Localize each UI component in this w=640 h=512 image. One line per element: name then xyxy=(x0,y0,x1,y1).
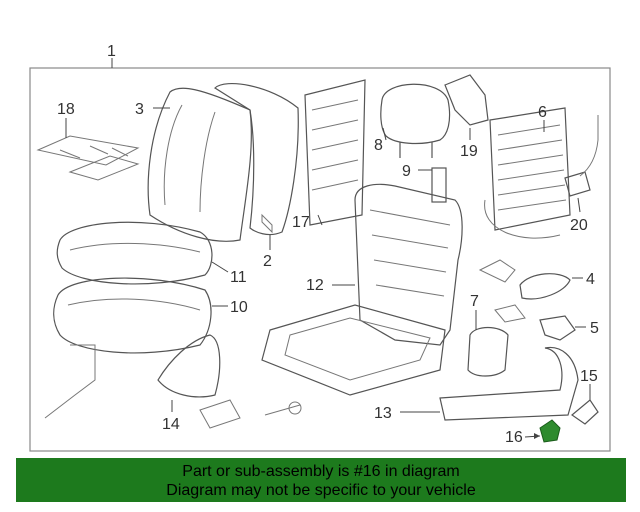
part-4-cover[interactable] xyxy=(519,273,583,300)
part-2-seatback-pad[interactable] xyxy=(214,82,299,250)
part-17-back-board[interactable] xyxy=(304,79,366,226)
part-13-side-shield[interactable] xyxy=(400,346,579,421)
part-18-heater-mat[interactable] xyxy=(36,118,140,181)
callout-9: 9 xyxy=(402,163,411,180)
callout-8: 8 xyxy=(374,137,383,154)
banner-line-1: Part or sub-assembly is #16 in diagram xyxy=(182,463,460,480)
callout-16: 16 xyxy=(505,429,523,446)
callout-3: 3 xyxy=(135,101,144,118)
callout-11: 11 xyxy=(230,269,247,286)
banner-line-2: Diagram may not be specific to your vehi… xyxy=(166,482,476,499)
callout-4: 4 xyxy=(586,271,595,288)
callout-2: 2 xyxy=(263,253,272,270)
seat-parts-diagram: 1 18 3 2 17 8 9 19 6 20 11 12 4 10 7 5 1… xyxy=(29,43,611,452)
callout-18: 18 xyxy=(57,101,75,118)
part-11-cushion-cover[interactable] xyxy=(56,221,229,285)
callout-6: 6 xyxy=(538,104,547,121)
callout-5: 5 xyxy=(590,320,599,337)
part-20-motor[interactable] xyxy=(564,115,599,213)
part-8-headrest[interactable] xyxy=(380,83,451,158)
assembly-frame xyxy=(29,67,611,452)
callout-15: 15 xyxy=(580,368,598,385)
callout-14: 14 xyxy=(162,416,180,433)
wire-harness xyxy=(44,344,302,429)
part-5-cover[interactable] xyxy=(539,315,586,341)
part-12-seat-frame[interactable] xyxy=(261,183,463,396)
part-6-lumbar-support[interactable] xyxy=(484,107,571,239)
callout-7: 7 xyxy=(470,293,479,310)
callout-1: 1 xyxy=(107,43,116,60)
callout-17: 17 xyxy=(292,214,310,231)
part-15-knob[interactable] xyxy=(571,384,599,425)
part-info-banner: Part or sub-assembly is #16 in diagram D… xyxy=(16,458,626,502)
part-19-bracket[interactable] xyxy=(444,74,489,140)
callout-20: 20 xyxy=(570,217,588,234)
part-16-highlighted[interactable] xyxy=(524,419,561,443)
callout-12: 12 xyxy=(306,277,324,294)
callout-13: 13 xyxy=(374,405,392,422)
callout-10: 10 xyxy=(230,299,248,316)
misc-brackets xyxy=(478,259,526,323)
part-3-seatback-cover[interactable] xyxy=(147,87,252,242)
part-10-cushion-pad[interactable] xyxy=(53,277,228,354)
part-9-headrest-support[interactable] xyxy=(418,167,447,203)
callout-19: 19 xyxy=(460,143,478,160)
part-14-side-cover[interactable] xyxy=(157,334,221,412)
part-7-recliner-cover[interactable] xyxy=(467,310,509,377)
